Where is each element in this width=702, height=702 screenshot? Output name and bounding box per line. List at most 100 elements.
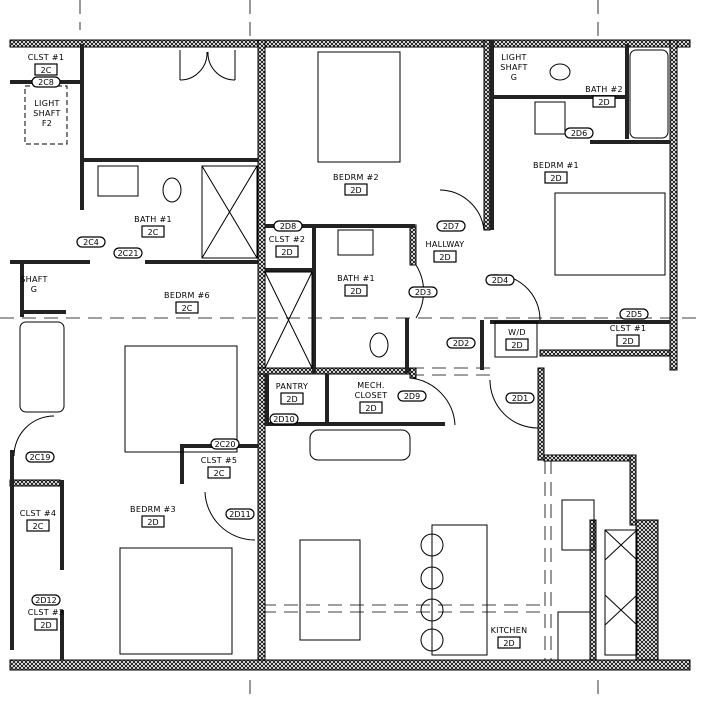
room-name: CLST #3 xyxy=(28,608,64,617)
room-tag-box xyxy=(344,284,368,297)
room-tag-box xyxy=(544,171,568,184)
bed-bedrm3 xyxy=(119,547,233,655)
room-name: PANTRY xyxy=(276,382,308,391)
door-tag-label: 2D10 xyxy=(273,415,294,424)
door-swing xyxy=(13,415,55,457)
door-tag-label: 2D5 xyxy=(626,310,642,319)
room-tag-box xyxy=(497,636,521,649)
toilet xyxy=(369,332,389,358)
room-name: BEDRM #1 xyxy=(533,161,579,170)
room-label: CLST #1 2C xyxy=(28,53,64,76)
room-tag-box xyxy=(34,63,58,76)
door-tag-label: 2D6 xyxy=(571,129,587,138)
room-tag-box xyxy=(26,519,50,532)
room-label: BATH #2 2D xyxy=(585,85,623,108)
room-tag-box xyxy=(592,95,616,108)
door-tag: 2D3 xyxy=(408,286,438,298)
room-label: W/D 2D xyxy=(505,328,529,351)
bed-bedrm6 xyxy=(124,345,238,453)
room-label: CLST #2 2D xyxy=(269,235,305,258)
door-tag: 2D4 xyxy=(485,274,515,286)
room-name: BEDRM #6 xyxy=(164,291,210,300)
room-name: CLST #1 xyxy=(28,53,64,62)
room-tag: 2D xyxy=(550,174,561,183)
door-swing xyxy=(409,377,456,426)
room-tag-box xyxy=(175,301,199,314)
room-tag: 2D xyxy=(503,639,514,648)
room-name: CLST #2 xyxy=(269,235,305,244)
room-tag: 2D xyxy=(281,248,292,257)
room-tag-box xyxy=(505,338,529,351)
room-label: HALLWAY 2D xyxy=(426,240,465,263)
door-tag-label: 2D7 xyxy=(443,222,459,231)
door-tag-label: 2D9 xyxy=(404,392,420,401)
room-name: CLST #1 xyxy=(610,324,646,333)
room-label: CLST #3 2D xyxy=(28,608,64,631)
room-tag: 2D xyxy=(598,98,609,107)
room-name: BATH #2 xyxy=(585,85,623,94)
door-tag: 2D6 xyxy=(564,127,594,139)
room-name: CLST #4 xyxy=(20,509,56,518)
room-name: BATH #1 xyxy=(337,274,375,283)
room-tag: 2D xyxy=(147,518,158,527)
bed-bedrm1 xyxy=(554,192,666,276)
door-tag-label: 2D12 xyxy=(35,596,56,605)
door-swing xyxy=(204,491,256,541)
room-label: BATH #1 2D xyxy=(337,274,375,297)
door-tag-label: 2D3 xyxy=(415,288,431,297)
door-tag-label: 2C8 xyxy=(38,78,54,87)
room-name: G xyxy=(31,285,38,294)
bathtub xyxy=(19,321,65,413)
range-cooktop xyxy=(561,499,595,551)
dining-table xyxy=(299,539,361,641)
room-tag: 2C xyxy=(41,66,52,75)
room-label: PANTRY 2D xyxy=(276,382,308,405)
room-name: KITCHEN xyxy=(491,626,528,635)
double-door-swing xyxy=(179,51,236,81)
door-swing xyxy=(439,189,485,231)
room-tag-box xyxy=(141,225,165,238)
room-tag: 2D xyxy=(511,341,522,350)
door-tag-label: 2D11 xyxy=(229,510,250,519)
room-tag: 2D xyxy=(286,395,297,404)
room-name: W/D xyxy=(508,328,526,337)
room-name: SHAFT xyxy=(20,275,47,284)
bed-bedrm2 xyxy=(317,51,401,163)
room-name: SHAFT xyxy=(500,63,527,72)
room-tag-box xyxy=(34,618,58,631)
room-name: F2 xyxy=(42,119,52,128)
room-tag: 2D xyxy=(40,621,51,630)
door-tag: 2D10 xyxy=(269,413,299,425)
room-tag-box xyxy=(275,245,299,258)
room-label: CLST #1 2D xyxy=(610,324,646,347)
room-tag: 2D xyxy=(350,287,361,296)
sink-bath1-2d xyxy=(337,229,374,256)
door-tag-label: 2C20 xyxy=(215,440,236,449)
sink-bath2 xyxy=(534,101,566,135)
room-tag-box xyxy=(344,183,368,196)
room-tag: 2D xyxy=(439,253,450,262)
room-tag: 2D xyxy=(365,404,376,413)
door-tag-label: 2C21 xyxy=(118,249,139,258)
room-name: CLST #5 xyxy=(201,456,237,465)
room-tag-box xyxy=(280,392,304,405)
door-tag: 2D7 xyxy=(436,220,466,232)
room-tag: 2D xyxy=(622,337,633,346)
room-tag-box xyxy=(141,515,165,528)
room-tag-box xyxy=(616,334,640,347)
door-tag-label: 2D4 xyxy=(492,276,508,285)
room-name: HALLWAY xyxy=(426,240,465,249)
room-name: G xyxy=(511,73,518,82)
door-tag-label: 2D8 xyxy=(280,222,296,231)
room-tag: 2D xyxy=(350,186,361,195)
room-name: LIGHT xyxy=(34,99,59,108)
shower xyxy=(264,271,313,369)
room-tag-box xyxy=(433,250,457,263)
door-tag: 2C21 xyxy=(113,247,143,259)
fixtures xyxy=(13,49,669,661)
